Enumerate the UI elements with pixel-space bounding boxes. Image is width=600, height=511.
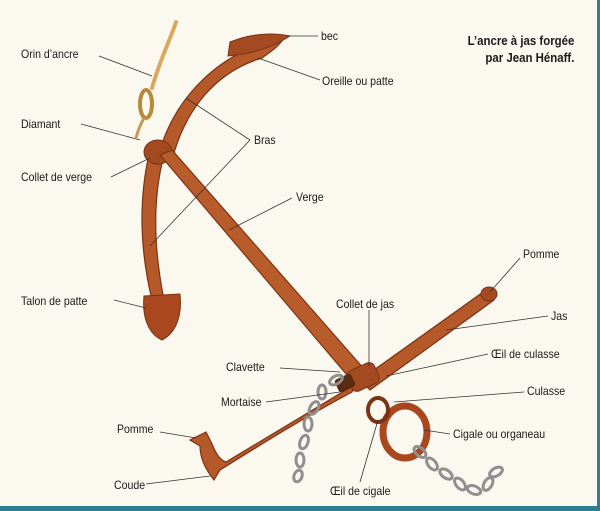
label-pomme-right: Pomme [523, 247, 560, 261]
chain-right [412, 445, 504, 496]
label-culasse: Culasse [527, 384, 566, 398]
label-pomme-left: Pomme [117, 422, 154, 436]
label-bec: bec [321, 29, 339, 43]
collet-jas [334, 362, 380, 393]
label-diamant: Diamant [21, 117, 61, 131]
title-line-2: par Jean Hénaff. [484, 50, 574, 65]
bras-upper [159, 33, 292, 162]
bras-lower [141, 149, 181, 341]
frame-right-edge [597, 0, 600, 511]
label-collet-jas: Collet de jas [336, 297, 395, 311]
cigale-ring [379, 402, 431, 462]
label-talon: Talon de patte [21, 294, 88, 308]
oeil-cigale [366, 396, 390, 424]
label-oeil-culasse: Œil de culasse [491, 347, 560, 361]
pomme-right-knob [480, 286, 498, 302]
label-bras: Bras [254, 133, 276, 147]
label-orin: Orin d’ancre [21, 47, 79, 61]
jas-left [188, 382, 358, 482]
label-oreille: Oreille ou patte [322, 74, 394, 88]
verge-shank [159, 149, 373, 389]
label-verge: Verge [296, 190, 324, 204]
orin-rope [134, 20, 178, 139]
title-line-1: L’ancre à jas forgée [467, 33, 574, 48]
label-coude: Coude [114, 478, 146, 492]
label-cigale: Cigale ou organeau [453, 427, 546, 441]
diagram-title: L’ancre à jas forgée par Jean Hénaff. [467, 32, 574, 66]
frame-bottom-edge [0, 506, 600, 511]
label-collet-verge: Collet de verge [21, 170, 93, 184]
label-oeil-cigale: Œil de cigale [330, 484, 391, 498]
label-mortaise: Mortaise [221, 395, 262, 409]
chain-left [292, 373, 344, 484]
label-jas: Jas [551, 309, 568, 323]
label-clavette: Clavette [226, 360, 265, 374]
leader-lines [80, 35, 549, 485]
